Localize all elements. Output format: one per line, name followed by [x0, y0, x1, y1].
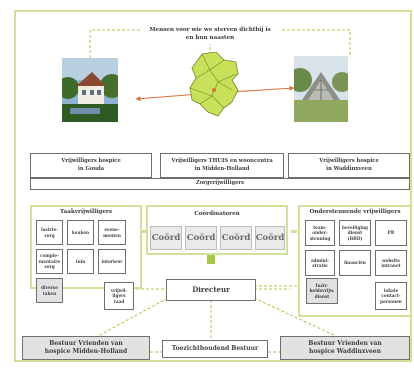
directeur-box: Directeur — [166, 279, 256, 301]
hospice-waddinxveen-line1: Vrijwilligers hospice — [319, 158, 379, 165]
taak-item-3: evene-menten — [98, 220, 126, 245]
hospice-waddinxveen-box: Vrijwilligers hospice in Waddinxveen — [288, 153, 410, 178]
hospice-gouda-box: Vrijwilligers hospice in Gouda — [30, 153, 152, 178]
zorgvrijwilligers-bar: Zorgvrijwilligers — [30, 178, 410, 190]
hospice-waddinxveen-line2: in Waddinxveen — [326, 165, 372, 172]
coordinatoren-title: Coördinatoren — [194, 211, 240, 217]
onder-item-5: financiën — [339, 250, 371, 276]
vrijwilligersdienst-box: Inzir-heidsvrijw.dienst — [306, 278, 338, 304]
bestuur-wx-line1: Bestuur Vrienden van — [308, 339, 382, 347]
building-photo-icon — [294, 56, 348, 122]
directeur-label: Directeur — [192, 285, 230, 295]
midden-holland-map — [188, 52, 240, 118]
diagram-frame — [14, 10, 412, 362]
toezicht-box: Toezichthoudend Bestuur — [162, 340, 268, 358]
coord-box-2: Coörd — [185, 226, 217, 250]
taak-title: Taakvrijwilligers — [60, 209, 112, 215]
zorgvrijwilligers-label: Zorgvrijwilligers — [195, 180, 245, 187]
onder-item-4: admini-stratie — [305, 250, 335, 276]
region-map-icon — [189, 52, 239, 117]
hospice-thuis-line1: Vrijwilligers THUIS en wooncentra — [171, 158, 273, 165]
coord-box-1: Coörd — [150, 226, 182, 250]
taak-item-1: lastrie-zorg — [36, 220, 63, 245]
top-banner: Mensen voor wie we sterven dichtbij is e… — [140, 26, 280, 44]
hospice-gouda-line1: Vrijwilligers hospice — [61, 158, 121, 165]
top-banner-line1: Mensen voor wie we sterven dichtbij is — [149, 27, 271, 33]
toezicht-label: Toezichthoudend Bestuur — [171, 344, 259, 352]
onder-item-3: PR — [375, 220, 407, 246]
top-dashed-bracket — [89, 29, 148, 58]
top-banner-line2: en hun naasten — [185, 35, 235, 42]
coord-box-3: Coörd — [220, 226, 252, 250]
house-photo-icon — [62, 58, 118, 122]
ondersteunend-title: Ondersteunende vrijwilligers — [309, 209, 401, 215]
hospice-gouda-line2: in Gouda — [77, 165, 105, 172]
onder-item-1: team-onder-steuning — [305, 220, 335, 246]
taak-item-2: keuken — [67, 220, 94, 245]
hospice-thuis-line2: in Midden-Holland — [194, 165, 250, 172]
taak-group: Taakvrijwilligers — [30, 205, 142, 289]
coord-box-4: Coörd — [255, 226, 285, 250]
bestuur-mh-line2: hospice Midden-Holland — [44, 348, 128, 355]
hospice-thuis-box: Vrijwilligers THUIS en wooncentra in Mid… — [160, 153, 284, 178]
hospice-gouda-photo — [62, 58, 118, 122]
taak-item-6: interieur — [98, 249, 126, 274]
taak-item-5: tuin — [67, 249, 94, 274]
bestuur-wx-line2: hospice Waddinxveen — [309, 348, 381, 355]
hospice-waddinxveen-photo — [294, 56, 348, 122]
bestuur-mh-line1: Bestuur Vrienden van — [49, 339, 123, 347]
